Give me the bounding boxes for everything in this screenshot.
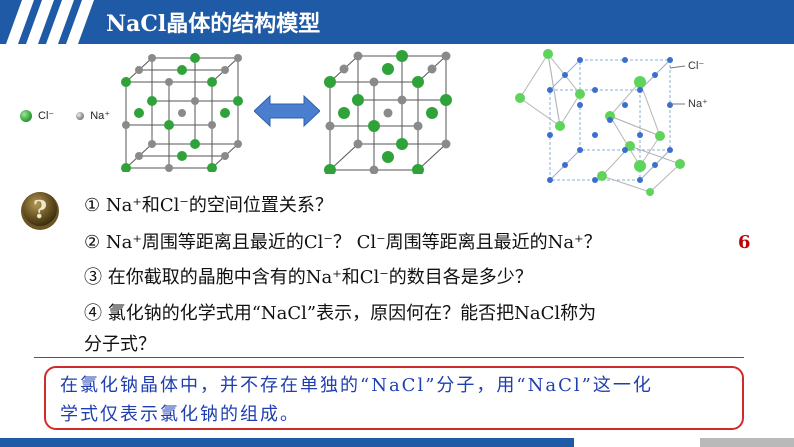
- page-title: NaCl晶体的结构模型: [106, 11, 321, 37]
- svg-text:?: ?: [33, 195, 47, 224]
- diagram-label-cl: Cl⁻: [688, 60, 705, 72]
- answer-text: 在氯化钠晶体中，并不存在单独的“NaCl”分子，用“NaCl”这一化 学式仅表示…: [60, 371, 740, 429]
- answer-line-1: 在氯化钠晶体中，并不存在单独的“NaCl”分子，用“NaCl”这一化: [60, 375, 653, 396]
- header-stripes: [6, 0, 94, 44]
- question-3: ③ 在你截取的晶胞中含有的Na⁺和Cl⁻的数目各是多少？: [84, 267, 533, 288]
- header-bar: [0, 0, 794, 44]
- legend: Cl⁻ Na⁺: [20, 109, 110, 122]
- na-ion-icon: [76, 111, 85, 120]
- question-4-cont: 分子式？: [84, 334, 156, 355]
- crystal-model-2: [324, 50, 452, 174]
- question-4: ④ 氯化钠的化学式用“NaCl”表示，原因何在？能否把NaCl称为: [84, 303, 597, 324]
- cl-ion-icon: [20, 109, 32, 122]
- answer-box: [44, 366, 744, 430]
- footer-accent: [700, 438, 794, 447]
- legend-na-label: Na⁺: [90, 110, 111, 122]
- answer-number: 6: [738, 232, 751, 253]
- crystal-model-1: [121, 53, 243, 172]
- footer-bar: [0, 438, 574, 447]
- question-2: ② Na⁺周围等距离且最近的Cl⁻？ Cl⁻周围等距离且最近的Na⁺？: [84, 232, 602, 253]
- double-arrow-icon: [254, 94, 320, 128]
- answer-line-2: 学式仅表示氯化钠的组成。: [60, 404, 300, 425]
- divider: [34, 357, 744, 358]
- crystal-model-3: [515, 49, 686, 196]
- question-mark-icon: ?: [21, 192, 59, 230]
- question-1: ① Na⁺和Cl⁻的空间位置关系？: [84, 195, 333, 216]
- legend-cl-label: Cl⁻: [38, 110, 55, 122]
- diagram-label-na: Na⁺: [688, 98, 708, 110]
